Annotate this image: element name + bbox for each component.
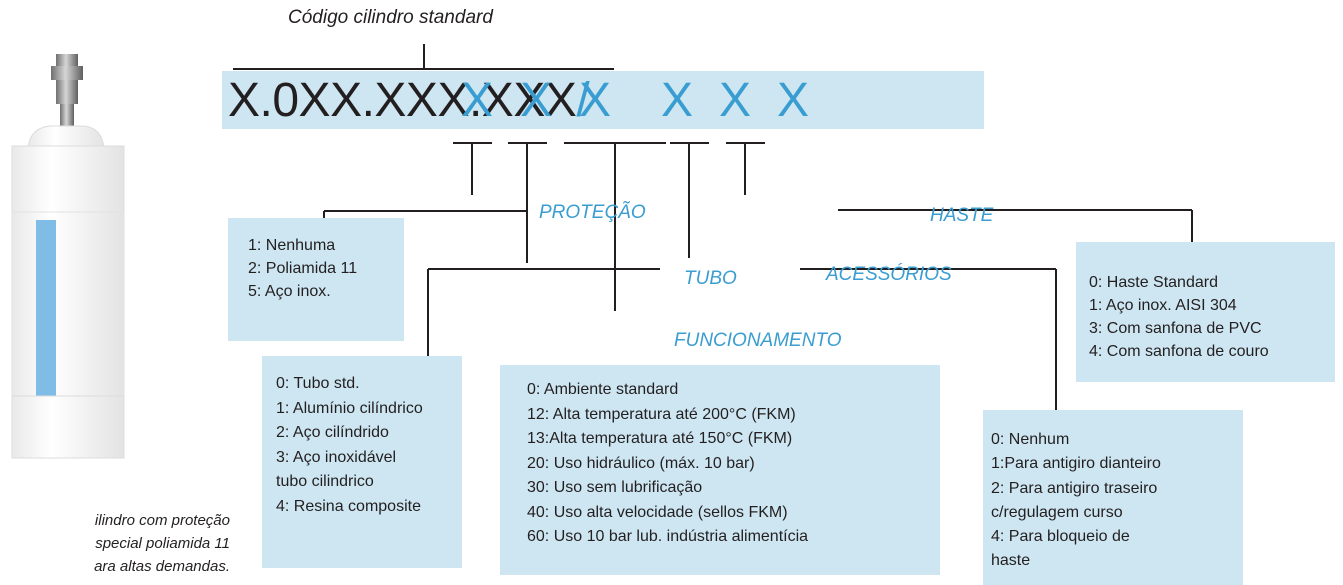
option-item: 1: Nenhuma — [248, 237, 336, 254]
code-variable: X — [579, 74, 611, 127]
option-item: 20: Uso hidráulico (máx. 10 bar) — [527, 454, 755, 472]
cylinder-code: X.0XX.XXX.XXX/ — [228, 72, 590, 130]
option-item: 4: Para bloqueio de — [991, 528, 1130, 546]
diagram-title: Código cilindro standard — [288, 7, 493, 28]
option-item: haste — [991, 552, 1031, 570]
option-item: 2: Aço cilíndrido — [276, 424, 389, 441]
option-item: 1:Para antigiro dianteiro — [991, 455, 1161, 473]
option-item: 30: Uso sem lubrificação — [527, 479, 703, 496]
option-item: 0: Nenhum — [991, 431, 1070, 448]
option-item: tubo cilindrico — [276, 473, 374, 490]
box-tubo: 0: Tubo std. 1: Alumínio cilíndrico 2: A… — [262, 356, 462, 568]
caption-line: ilindro com proteção — [94, 512, 230, 529]
caption-line: special poliamida 11 — [95, 535, 230, 552]
code-variable: X — [719, 74, 751, 127]
code-base: X.0XX.XXX.XXX — [228, 74, 577, 127]
option-item: 12: Alta temperatura até 200°C (FKM) — [527, 405, 796, 423]
label-tubo: TUBO — [684, 268, 737, 289]
label-funcionamento: FUNCIONAMENTO — [674, 330, 842, 351]
cylinder-product-image — [11, 54, 125, 459]
option-item: 4: Com sanfona de couro — [1089, 343, 1269, 360]
option-item: 3: Com sanfona de PVC — [1089, 320, 1262, 337]
box-haste: 0: Haste Standard 1: Aço inox. AISI 304 … — [1076, 242, 1335, 382]
option-item: 0: Haste Standard — [1089, 274, 1218, 291]
code-separator: / — [576, 74, 590, 127]
option-item: 1: Alumínio cilíndrico — [276, 399, 423, 417]
option-item: 5: Aço inox. — [248, 283, 331, 300]
option-item: 40: Uso alta velocidade (sellos FKM) — [527, 503, 788, 521]
code-variable: X — [520, 74, 552, 127]
option-item: 60: Uso 10 bar lub. indústria alimentíci… — [527, 528, 809, 545]
label-acessorios: ACESSÓRIOS — [826, 264, 952, 285]
option-item: 0: Ambiente standard — [527, 381, 679, 398]
option-item: 13:Alta temperatura até 150°C (FKM) — [527, 430, 793, 447]
label-haste: HASTE — [930, 205, 994, 226]
option-item: 0: Tubo std. — [276, 375, 360, 392]
box-protecao: 1: Nenhuma 2: Poliamida 11 5: Aço inox. — [228, 218, 404, 341]
image-caption: ilindro com proteção special poliamida 1… — [0, 509, 230, 578]
box-acessorios: 0: Nenhum 1:Para antigiro dianteiro 2: P… — [983, 410, 1243, 585]
option-item: 2: Para antigiro traseiro — [991, 479, 1158, 497]
option-item: 2: Poliamida 11 — [248, 260, 358, 277]
option-item: 4: Resina composite — [276, 497, 421, 515]
label-protecao: PROTEÇÃO — [539, 202, 646, 223]
code-variable: X — [777, 74, 809, 127]
option-item: 1: Aço inox. AISI 304 — [1089, 297, 1237, 314]
code-variable: X — [661, 74, 693, 127]
option-item: c/regulagem curso — [991, 503, 1123, 521]
code-bar — [222, 71, 984, 129]
caption-line: ara altas demandas. — [94, 558, 230, 575]
code-variable: X — [461, 74, 493, 127]
option-item: 3: Aço inoxidável — [276, 448, 397, 466]
box-funcionamento: 0: Ambiente standard 12: Alta temperatur… — [500, 365, 940, 575]
